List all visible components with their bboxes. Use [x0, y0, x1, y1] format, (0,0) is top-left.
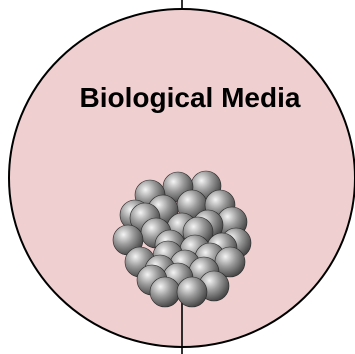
media-label: Biological Media	[80, 82, 301, 113]
nanoparticle-sphere	[177, 277, 207, 307]
nanoparticle-sphere	[150, 277, 180, 307]
